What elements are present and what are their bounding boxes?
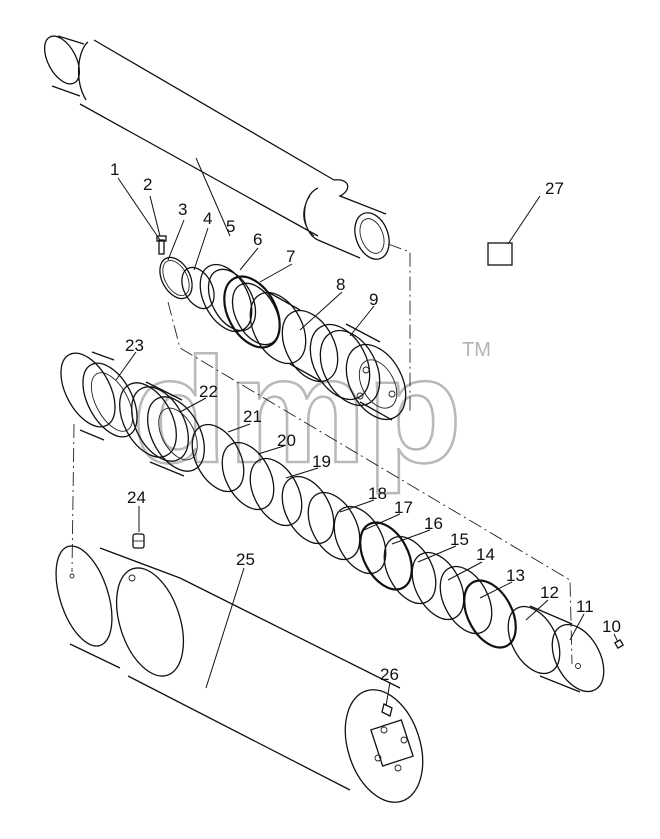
label-7: 7 [286, 247, 295, 266]
label-6: 6 [253, 230, 262, 249]
label-4: 4 [203, 209, 212, 228]
centerline-1 [387, 243, 411, 412]
label-5: 5 [226, 217, 235, 236]
label-3: 3 [178, 200, 187, 219]
label-21: 21 [243, 407, 262, 426]
pin-parts [156, 235, 167, 255]
label-1: 1 [110, 160, 119, 179]
watermark: dmp TM [131, 325, 491, 496]
label-11: 11 [576, 597, 594, 616]
label-22: 22 [199, 382, 218, 401]
label-10: 10 [602, 617, 621, 636]
part-labels: 1 2 3 4 5 6 7 8 9 10 11 12 13 14 15 16 1… [110, 160, 621, 684]
ring-4 [181, 266, 215, 310]
label-23: 23 [125, 336, 144, 355]
label-25: 25 [236, 550, 255, 569]
cylinder-barrel [55, 545, 424, 803]
label-18: 18 [368, 484, 387, 503]
label-19: 19 [312, 452, 331, 471]
leader-lines [115, 157, 619, 707]
centerline-2 [167, 301, 573, 665]
ring-7 [223, 275, 281, 349]
label-24: 24 [127, 488, 146, 507]
gland-22 [119, 381, 205, 477]
label-16: 16 [424, 514, 443, 533]
label-12: 12 [540, 583, 559, 602]
label-27: 27 [545, 179, 564, 198]
label-2: 2 [143, 175, 152, 194]
square-marker [487, 242, 513, 266]
pin-10 [614, 639, 624, 649]
label-15: 15 [450, 530, 469, 549]
label-8: 8 [336, 275, 345, 294]
label-13: 13 [506, 566, 525, 585]
trademark-symbol: TM [462, 339, 491, 361]
fitting-24 [132, 533, 145, 549]
label-14: 14 [476, 545, 495, 564]
watermark-text: dmp [132, 326, 462, 494]
seal-rings [191, 423, 605, 693]
piston-9 [309, 323, 407, 421]
ring-3 [159, 256, 193, 300]
piston-rod [43, 35, 390, 260]
label-20: 20 [277, 431, 296, 450]
centerline-3 [71, 423, 75, 573]
label-9: 9 [369, 290, 378, 309]
label-17: 17 [394, 498, 413, 517]
bearing-8 [249, 291, 339, 383]
label-26: 26 [380, 665, 399, 684]
